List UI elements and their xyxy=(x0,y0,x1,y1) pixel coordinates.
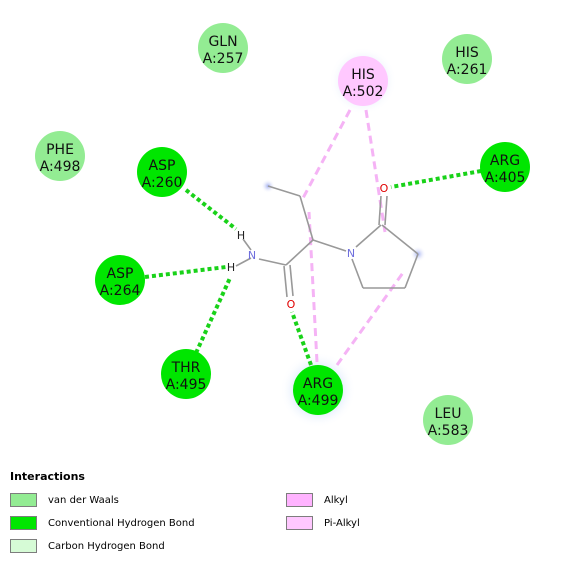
residue-disc xyxy=(442,34,492,84)
bond-ethyl-ch2 xyxy=(299,195,314,241)
residue-number: A:405 xyxy=(485,170,526,186)
ligand-bonds xyxy=(235,185,419,298)
residue-asp264[interactable]: ASP A:264 xyxy=(95,255,145,305)
atom-n-ring: N xyxy=(347,247,355,260)
residue-his261[interactable]: HIS A:261 xyxy=(442,34,492,84)
residue-name: GLN xyxy=(208,34,237,50)
legend-title: Interactions xyxy=(10,470,85,483)
residue-number: A:260 xyxy=(142,175,183,191)
bond-n-amide-h-upper xyxy=(242,238,252,251)
bond-carbonyl-o-a xyxy=(283,265,288,298)
bond-n-ring-c1 xyxy=(355,224,382,248)
residue-arg405[interactable]: ARG A:405 xyxy=(480,142,530,192)
bond-c1-o-a xyxy=(378,195,382,226)
hydrogen-bonds xyxy=(144,169,482,366)
legend-swatch xyxy=(10,493,37,507)
residue-thr495[interactable]: THR A:495 xyxy=(161,349,211,399)
legend-label: Alkyl xyxy=(324,494,348,506)
alkyl-interactions xyxy=(300,109,407,366)
residue-number: A:499 xyxy=(298,393,339,409)
legend-label: Carbon Hydrogen Bond xyxy=(48,540,165,552)
residue-disc xyxy=(293,365,343,415)
bond-ethyl-ch3 xyxy=(267,185,301,197)
residue-name: ASP xyxy=(107,266,134,282)
ligand-atoms: H H N N O O xyxy=(227,182,389,311)
bond-carbonyl-o-b xyxy=(289,264,294,297)
residue-number: A:583 xyxy=(428,423,469,439)
residue-leu583[interactable]: LEU A:583 xyxy=(423,395,473,445)
legend-swatch xyxy=(10,516,37,530)
atom-o-ring: O xyxy=(380,182,389,195)
alkyl-line-his502-ring xyxy=(364,109,387,233)
bond-n-amide-h-lower xyxy=(235,257,252,267)
legend-item-van-der-waals: van der Waals xyxy=(10,491,119,509)
legend-swatch xyxy=(286,516,313,530)
residue-number: A:264 xyxy=(100,283,141,299)
residue-number: A:257 xyxy=(203,51,244,67)
bond-carbonyl-n-amide xyxy=(258,258,287,266)
bond-c1-o-b xyxy=(384,195,388,226)
interactions-legend: Interactions van der Waals Conventional … xyxy=(0,462,565,562)
residue-number: A:495 xyxy=(166,377,207,393)
atom-o-amide: O xyxy=(287,298,296,311)
residue-disc xyxy=(161,349,211,399)
residue-asp260[interactable]: ASP A:260 xyxy=(137,147,187,197)
residue-name: HIS xyxy=(455,45,479,61)
legend-swatch xyxy=(10,539,37,553)
hbond-asp260-h xyxy=(184,188,238,231)
residue-disc xyxy=(35,131,85,181)
atom-h-lower: H xyxy=(227,261,235,274)
alkyl-line-arg499-ring xyxy=(335,269,407,366)
residue-disc xyxy=(95,255,145,305)
bond-calpha-n-ring xyxy=(312,239,347,252)
residue-disc xyxy=(423,395,473,445)
residue-disc xyxy=(198,23,248,73)
interaction-diagram: H H N N O O GLN A:257 HIS A:261 HIS A:50… xyxy=(35,23,530,445)
atom-n-amide: N xyxy=(248,249,256,262)
residue-number: A:502 xyxy=(343,84,384,100)
hbond-arg405-o xyxy=(390,169,482,189)
residue-name: HIS xyxy=(351,67,375,83)
legend-label: Pi-Alkyl xyxy=(324,517,360,529)
residue-disc xyxy=(137,147,187,197)
bond-calpha-carbonyl xyxy=(285,239,314,266)
residue-phe498[interactable]: PHE A:498 xyxy=(35,131,85,181)
legend-item-conventional-hydrogen-bond: Conventional Hydrogen Bond xyxy=(10,514,195,532)
hbond-asp264-h xyxy=(144,265,227,279)
alkyl-line-arg499-ethyl xyxy=(307,211,319,363)
residue-name: ARG xyxy=(303,376,333,392)
legend-label: Conventional Hydrogen Bond xyxy=(48,517,195,529)
bond-c2-c3 xyxy=(404,253,419,289)
residue-name: PHE xyxy=(46,142,74,158)
residue-gln257[interactable]: GLN A:257 xyxy=(198,23,248,73)
legend-label: van der Waals xyxy=(48,494,119,506)
residue-arg499[interactable]: ARG A:499 xyxy=(293,365,343,415)
bond-c4-n-ring xyxy=(351,258,364,289)
hbond-thr495-h xyxy=(194,277,232,354)
alkyl-line-his502-ethyl xyxy=(300,109,352,201)
residue-his502[interactable]: HIS A:502 xyxy=(338,56,388,106)
residue-number: A:261 xyxy=(447,62,488,78)
legend-swatch xyxy=(286,493,313,507)
residue-name: ASP xyxy=(149,158,176,174)
residue-name: LEU xyxy=(435,406,462,422)
residue-name: ARG xyxy=(490,153,520,169)
residue-disc xyxy=(338,56,388,106)
residue-disc xyxy=(480,142,530,192)
hbond-arg499-o xyxy=(290,311,313,366)
residue-name: THR xyxy=(171,360,201,376)
legend-item-alkyl: Alkyl xyxy=(286,491,348,509)
atom-h-upper: H xyxy=(237,229,245,242)
residue-number: A:498 xyxy=(40,159,81,175)
legend-item-pi-alkyl: Pi-Alkyl xyxy=(286,514,360,532)
legend-item-carbon-hydrogen-bond: Carbon Hydrogen Bond xyxy=(10,537,165,555)
bond-c1-c2 xyxy=(381,224,419,255)
